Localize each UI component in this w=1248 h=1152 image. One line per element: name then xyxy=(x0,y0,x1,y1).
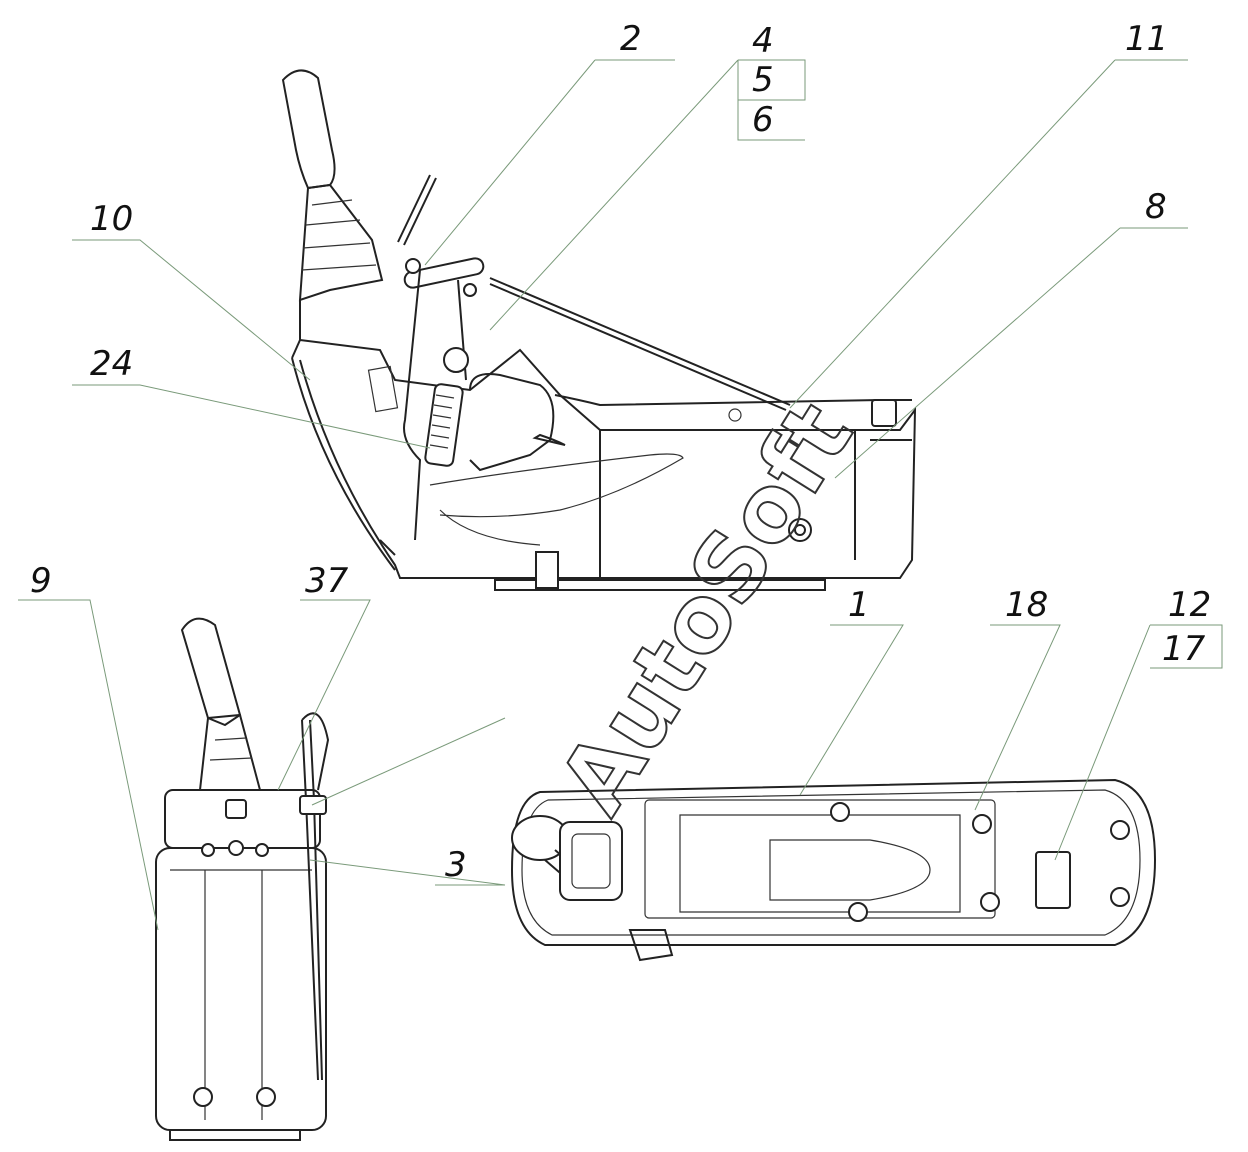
label-6: 6 xyxy=(752,100,774,140)
part-number-labels: 2 4 5 6 11 8 10 24 9 37 3 1 18 12 17 xyxy=(30,19,1211,885)
label-5: 5 xyxy=(752,60,774,100)
label-9: 9 xyxy=(30,561,52,601)
label-4: 4 xyxy=(752,21,774,61)
label-37: 37 xyxy=(305,561,349,601)
label-2: 2 xyxy=(620,19,642,59)
front-view xyxy=(155,617,330,1141)
leader-lines xyxy=(18,59,1223,931)
label-1: 1 xyxy=(848,585,870,625)
label-18: 18 xyxy=(1005,585,1048,625)
label-10: 10 xyxy=(90,199,133,239)
side-view xyxy=(281,69,917,591)
top-view xyxy=(510,778,1157,962)
label-12: 12 xyxy=(1168,585,1211,625)
label-24: 24 xyxy=(90,344,133,384)
label-8: 8 xyxy=(1145,187,1167,227)
label-3: 3 xyxy=(445,845,467,885)
label-11: 11 xyxy=(1125,19,1168,59)
label-17: 17 xyxy=(1162,629,1206,669)
watermark-logo: AutoSoft xyxy=(539,385,874,832)
